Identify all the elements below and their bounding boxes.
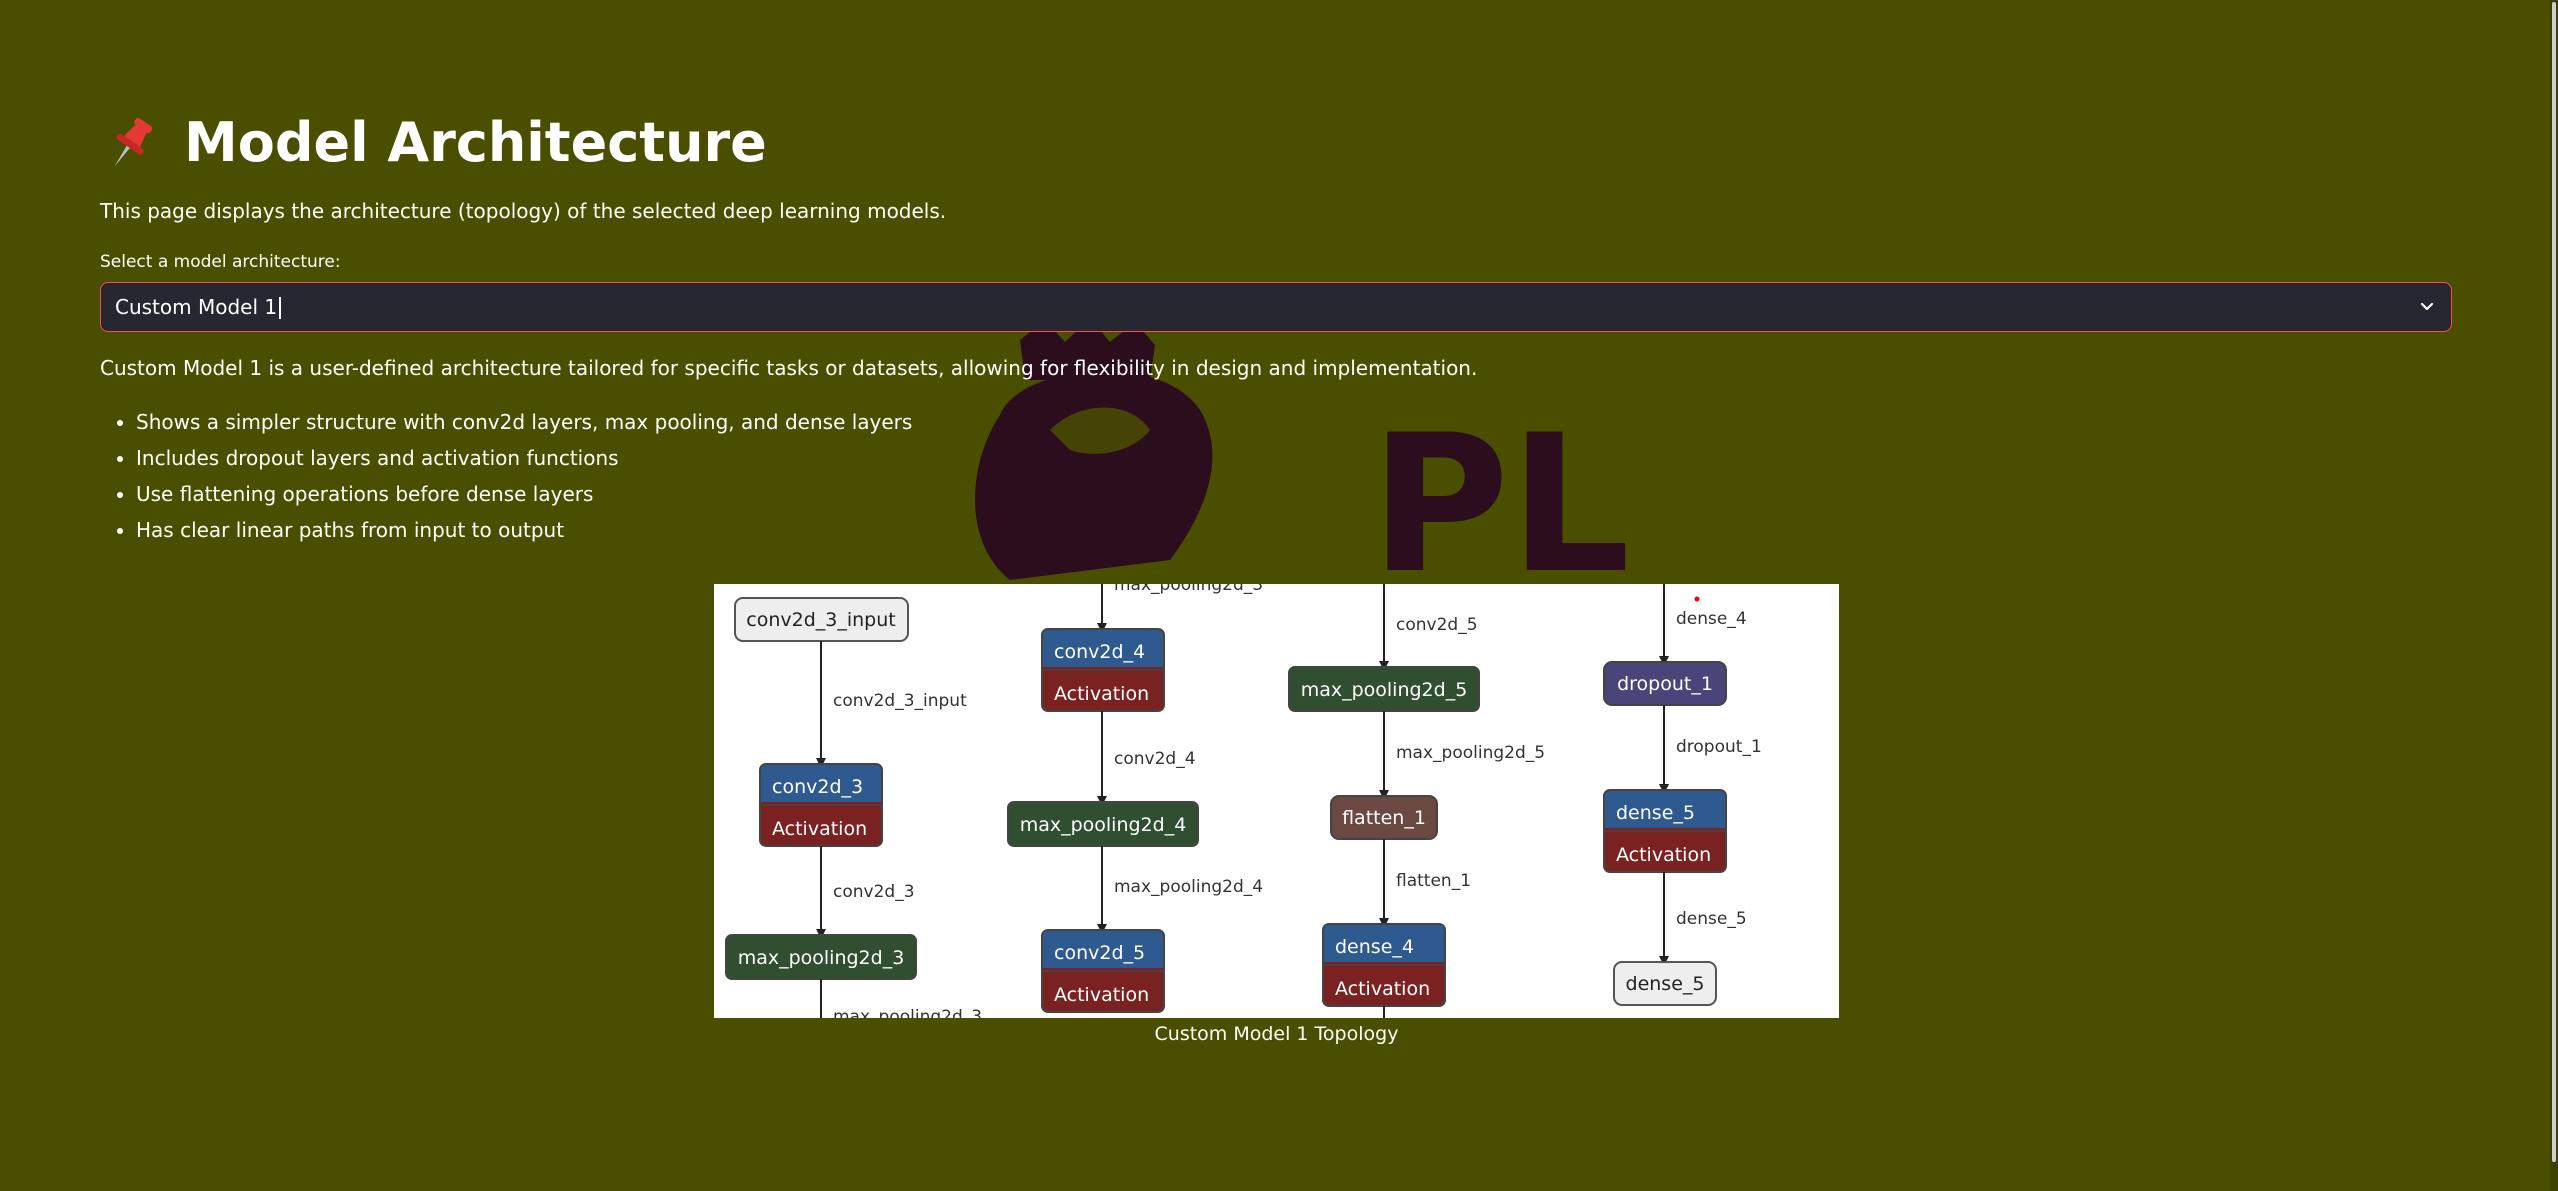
edge-label: conv2d_5 (1396, 615, 1478, 635)
node-dense-4: dense_4 Activation (1322, 923, 1446, 1007)
node-label: Activation (1054, 683, 1149, 705)
model-description: Custom Model 1 is a user-defined archite… (100, 356, 1478, 380)
edge-label: max_pooling2d_5 (1396, 743, 1545, 763)
node-max-pooling2d-5: max_pooling2d_5 (1288, 666, 1480, 712)
edge-label: conv2d_3_input (833, 691, 967, 711)
text-cursor (279, 297, 282, 320)
model-select-value: Custom Model 1 (115, 294, 278, 319)
node-label: max_pooling2d_3 (738, 947, 905, 969)
node-conv2d-3-input: conv2d_3_input (734, 597, 909, 642)
page-title: Model Architecture (100, 108, 767, 178)
edge-label: conv2d_3 (833, 882, 915, 902)
node-max-pooling2d-3: max_pooling2d_3 (725, 934, 917, 980)
edge-label: conv2d_4 (1114, 749, 1196, 769)
model-select[interactable]: Custom Model 1 (100, 282, 2452, 332)
node-label: dense_4 (1335, 936, 1414, 958)
model-select-label: Select a model architecture: (100, 252, 341, 272)
node-label: dense_5 (1626, 973, 1705, 995)
node-conv2d-5: conv2d_5 Activation (1041, 929, 1165, 1013)
node-label: Activation (772, 818, 867, 840)
node-label: max_pooling2d_4 (1020, 814, 1187, 836)
intro-text: This page displays the architecture (top… (100, 199, 947, 223)
node-label: Activation (1616, 844, 1711, 866)
node-label: Activation (1054, 984, 1149, 1006)
feature-item: Includes dropout layers and activation f… (136, 440, 912, 476)
topology-svg: conv2d_3_input conv2d_3_input conv2d_3 A… (725, 584, 1762, 1018)
marker-dot-icon (1694, 596, 1700, 602)
edge-label: max_pooling2d_3 (1114, 584, 1263, 595)
topology-diagram: conv2d_3_input conv2d_3_input conv2d_3 A… (714, 584, 1839, 1018)
feature-item: Use flattening operations before dense l… (136, 476, 912, 512)
edge-label: dense_5 (1676, 909, 1747, 929)
page-scrollbar[interactable] (2550, 0, 2558, 1191)
chevron-down-icon[interactable] (2417, 297, 2437, 317)
edge-label: max_pooling2d_3 (833, 1007, 982, 1018)
node-label: dropout_1 (1617, 673, 1713, 695)
feature-item: Shows a simpler structure with conv2d la… (136, 404, 912, 440)
node-dropout-1: dropout_1 (1603, 661, 1727, 706)
scrollbar-thumb[interactable] (2552, 2, 2556, 1162)
edge-label: flatten_1 (1396, 871, 1471, 891)
node-label: max_pooling2d_5 (1301, 679, 1468, 701)
node-conv2d-4: conv2d_4 Activation (1041, 628, 1165, 712)
node-dense-5-output: dense_5 (1613, 961, 1717, 1006)
node-label: conv2d_4 (1054, 641, 1145, 663)
node-label: conv2d_3 (772, 776, 863, 798)
diagram-caption: Custom Model 1 Topology (1154, 1023, 1399, 1045)
node-label: conv2d_5 (1054, 942, 1145, 964)
svg-text:PL: PL (1370, 394, 1630, 580)
feature-list: Shows a simpler structure with conv2d la… (100, 404, 912, 548)
edge-label: dense_4 (1676, 609, 1747, 629)
page-title-text: Model Architecture (184, 111, 767, 174)
pushpin-icon (114, 117, 153, 167)
feature-item: Has clear linear paths from input to out… (136, 512, 912, 548)
node-label: conv2d_3_input (746, 609, 895, 631)
model-select-value-wrap: Custom Model 1 (115, 295, 2417, 320)
node-dense-5: dense_5 Activation (1603, 789, 1727, 873)
node-label: dense_5 (1616, 802, 1695, 824)
edge-label: dropout_1 (1676, 737, 1762, 757)
node-label: flatten_1 (1342, 807, 1426, 829)
node-conv2d-3: conv2d_3 Activation (759, 763, 883, 847)
node-max-pooling2d-4: max_pooling2d_4 (1007, 801, 1199, 847)
edge-label: max_pooling2d_4 (1114, 877, 1263, 897)
node-label: Activation (1335, 978, 1430, 1000)
node-flatten-1: flatten_1 (1330, 795, 1438, 840)
